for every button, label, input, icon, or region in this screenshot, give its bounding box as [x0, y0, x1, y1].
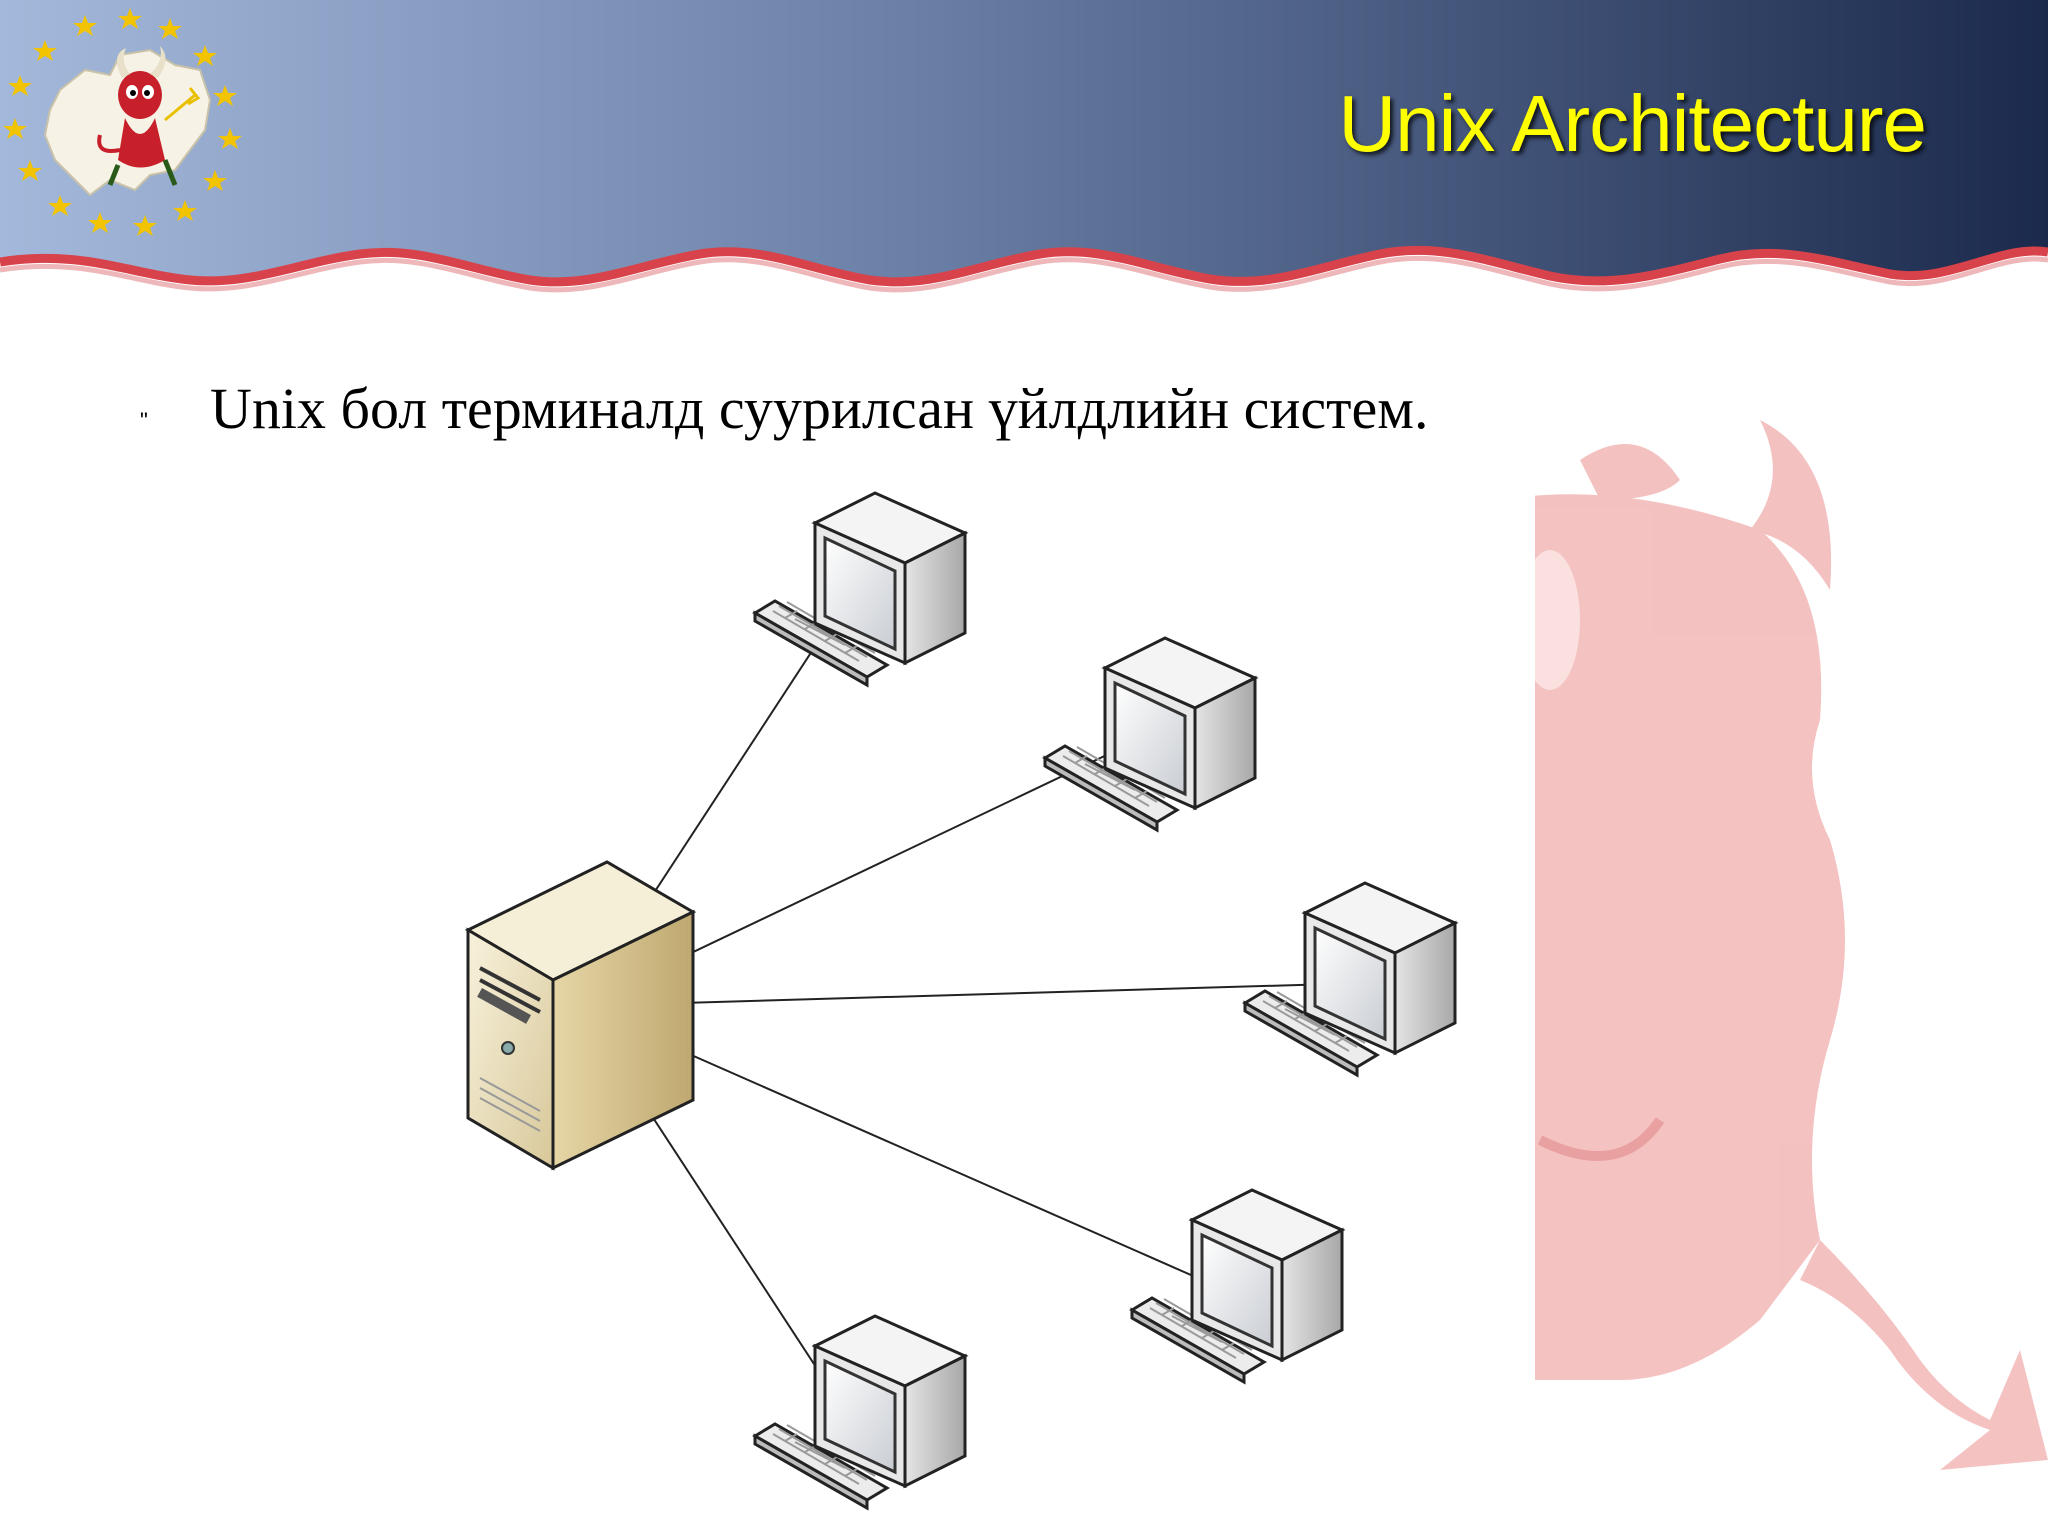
watermark-mouth [1537, 1117, 1665, 1161]
header-band: Unix Architecture [0, 0, 2048, 300]
watermark-horn-right [1750, 420, 1832, 590]
bullet-marker: " [140, 408, 148, 433]
terminal-computer-icon [753, 491, 967, 687]
terminal-computer-icon [1130, 1188, 1344, 1384]
network-diagram-canvas [464, 491, 1457, 1510]
wave-border [0, 245, 2048, 287]
terminal-computer-icon [1243, 881, 1457, 1077]
watermark-eye [1520, 550, 1580, 690]
watermark-horn-left [1580, 444, 1680, 500]
connection-line [579, 983, 1333, 1007]
header-background [0, 0, 2048, 293]
daemon-watermark [1500, 420, 2048, 1470]
daemon-icon [97, 46, 201, 186]
slide-title: Unix Architecture [1338, 79, 1927, 168]
bullet-item: " Unix бол терминалд суурилсан үйлдлийн … [140, 375, 1428, 442]
europe-map-icon [43, 48, 212, 197]
terminal-computer-icon [1043, 636, 1257, 832]
network-diagram [440, 468, 1535, 1536]
server-tower-icon [464, 860, 697, 1171]
bullet-text: Unix бол терминалд суурилсан үйлдлийн си… [210, 376, 1429, 441]
header-gradient [0, 0, 2048, 278]
bsd-daemon-logo [3, 8, 242, 236]
watermark-tail [1800, 1240, 2048, 1470]
star-ring-icon [3, 8, 242, 236]
wave-border-shadow [0, 255, 2048, 293]
terminal-computer-icon [753, 1314, 967, 1510]
